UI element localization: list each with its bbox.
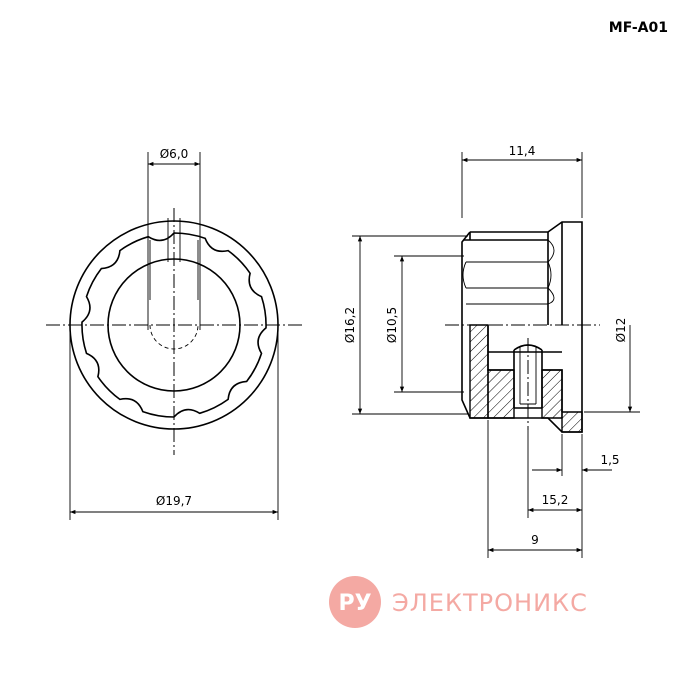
dim-shaft-diameter-label: Ø6,0 xyxy=(160,147,189,161)
side-section-hatch-flange xyxy=(561,411,583,433)
dim-flange-thickness-label: 1,5 xyxy=(600,453,619,467)
watermark-badge-text: РУ xyxy=(338,591,371,616)
side-section-hatch-left xyxy=(469,324,489,419)
dim-body-diameter-label: Ø16,2 xyxy=(343,307,357,343)
side-section-outline xyxy=(461,325,583,433)
dim-skirt-diameter-label: Ø12 xyxy=(614,318,628,343)
watermark-text: ЭЛЕКТРОНИКС xyxy=(392,589,588,617)
watermark: РУ ЭЛЕКТРОНИКС xyxy=(329,576,588,628)
side-bore xyxy=(513,344,543,409)
side-section-inner xyxy=(487,325,563,412)
front-slot-marks xyxy=(167,218,181,262)
dim-skirt-length-label: 9 xyxy=(531,533,539,547)
dim-overall-length-label: 11,4 xyxy=(509,144,536,158)
dim-bore-depth-label: 15,2 xyxy=(542,493,569,507)
side-upper-outline xyxy=(461,221,583,325)
front-view: Ø6,0 Ø19,7 xyxy=(46,147,302,520)
side-knurl-lines xyxy=(462,239,555,305)
dim-inner-diameter-label: Ø10,5 xyxy=(385,307,399,343)
front-shaft-slot xyxy=(149,240,199,300)
watermark-badge xyxy=(329,576,381,628)
side-section-hatch-core xyxy=(487,369,515,419)
side-view: 11,4 Ø16,2 Ø10,5 Ø12 1,5 15,2 9 xyxy=(343,144,640,558)
side-upper-body xyxy=(464,222,563,325)
side-section-hatch-core-right xyxy=(541,369,563,419)
part-code: MF-A01 xyxy=(609,20,668,36)
dim-outer-diameter-label: Ø19,7 xyxy=(156,494,192,508)
